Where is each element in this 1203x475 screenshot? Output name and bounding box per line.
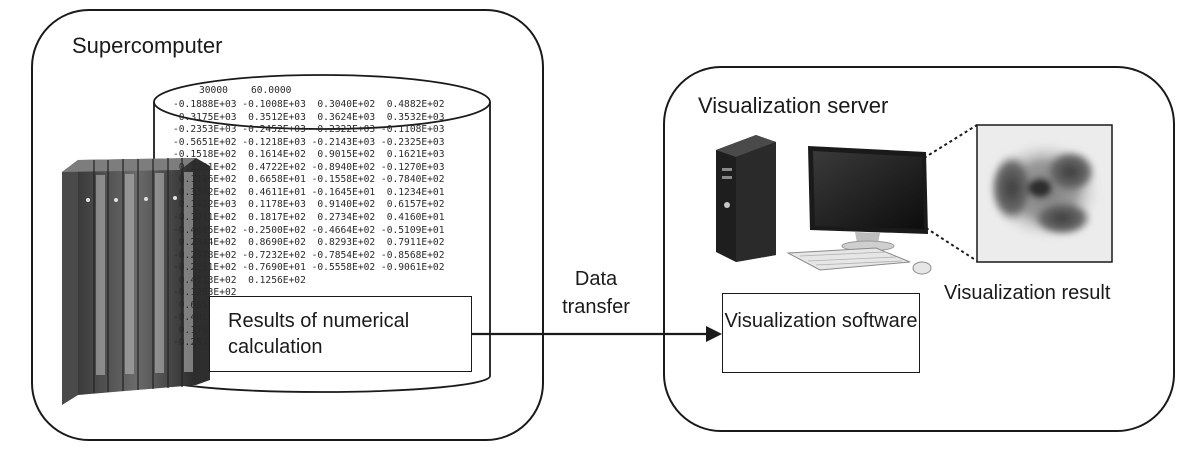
keyboard-icon	[786, 247, 911, 271]
data-row: 0.6855E+02	[173, 299, 237, 311]
data-row: -0.4425E+02 -0.2500E+02 -0.4664E+02 -0.5…	[173, 224, 445, 236]
monitor-icon	[808, 146, 928, 252]
data-row: -0.1011E+02 0.1817E+02 0.2734E+02 0.4160…	[173, 211, 445, 223]
computer-tower-icon	[716, 135, 776, 262]
visualization-software-label: Visualization software	[724, 310, 918, 332]
data-row: -0.4810E+02	[173, 312, 237, 324]
supercomputer-racks-image	[62, 158, 210, 405]
data-row: 0.3302E+02 0.4611E+01 -0.1645E+01 0.1234…	[173, 186, 445, 198]
mouse-icon	[912, 261, 932, 275]
data-header-text: 30000 60.0000	[199, 85, 292, 96]
data-row: -0.1263E+02	[173, 287, 237, 299]
data-row: -0.2353E+03 -0.2452E+03 -0.2322E+03 -0.1…	[173, 124, 445, 136]
visualization-result-label: Visualization result	[944, 282, 1111, 304]
data-row: -0.1518E+02 0.1614E+02 0.9015E+02 0.1621…	[173, 149, 445, 161]
data-row: 0.3175E+03 0.3512E+03 0.3624E+03 0.3532E…	[173, 111, 445, 123]
data-row: 0.4713E+02 0.1256E+02	[173, 274, 306, 286]
data-row: -0.5651E+02 -0.1218E+03 -0.2143E+03 -0.2…	[173, 136, 445, 148]
supercomputer-title: Supercomputer	[72, 33, 223, 58]
data-row: 0.1126E+02 0.6658E+01 -0.1558E+02 -0.784…	[173, 174, 445, 186]
results-label: Results of numerical calculation	[228, 310, 410, 358]
results-box: Results of numerical calculation	[209, 296, 472, 372]
data-row: 0.1412E+03 0.1178E+03 0.9140E+02 0.6157E…	[173, 199, 445, 211]
data-transfer-label: Data transfer	[562, 268, 630, 318]
data-transfer-arrow	[472, 326, 722, 342]
visualization-software-box: Visualization software	[722, 293, 920, 373]
visualization-server-title: Visualization server	[698, 93, 889, 118]
data-row: 0.2231E+02 0.4722E+02 -0.8940E+02 -0.127…	[173, 161, 445, 173]
visualization-result-image	[976, 124, 1113, 263]
data-row: 0.2344E+02 0.8690E+02 0.8293E+02 0.7911E…	[173, 237, 445, 249]
data-row: -0.2578E+02 -0.7232E+02 -0.7854E+02 -0.8…	[173, 249, 445, 261]
data-row: -0.2211E+02 -0.7690E+01 -0.5558E+02 -0.9…	[173, 262, 445, 274]
zoom-lines	[923, 124, 978, 262]
data-row: -0.1888E+03 -0.1008E+03 0.3040E+02 0.488…	[173, 99, 445, 110]
data-row: 0.1760E+02	[173, 324, 237, 336]
